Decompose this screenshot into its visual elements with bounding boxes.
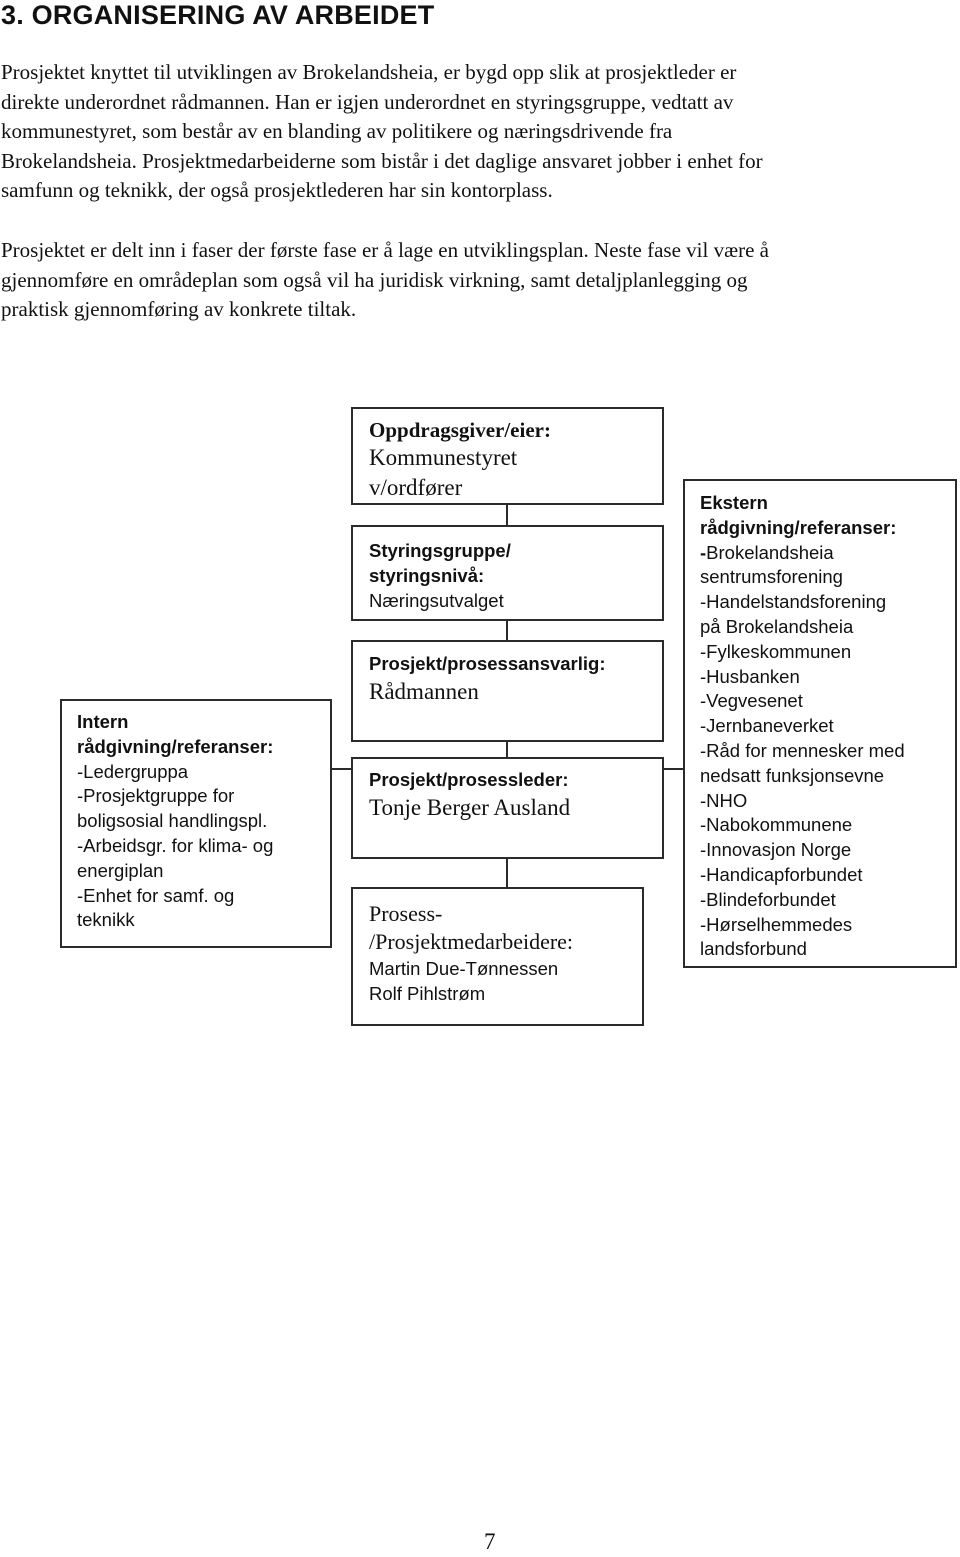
external-item: -Nabokommunene <box>700 814 853 836</box>
paragraph-line: gjennomføre en områdeplan som også vil h… <box>1 267 748 292</box>
responsible-label: Prosjekt/prosessansvarlig: <box>369 653 606 674</box>
internal-item: -Arbeidsgr. for klima- og <box>77 834 274 856</box>
external-item: -Handicapforbundet <box>700 863 863 885</box>
leader-value: Tonje Berger Ausland <box>369 795 571 820</box>
connector-owner-steering <box>506 505 508 525</box>
internal-item: boligsosial handlingspl. <box>77 810 268 832</box>
paragraph-line: Prosjektet er delt inn i faser der først… <box>1 238 769 262</box>
external-item: -Hørselhemmedes <box>700 913 853 935</box>
external-label: Ekstern <box>700 492 768 513</box>
internal-item: -Prosjektgruppe for <box>77 785 235 807</box>
internal-label: Intern <box>77 711 129 732</box>
internal-item: -Ledergruppa <box>77 760 189 782</box>
steering-label: styringsnivå: <box>369 565 485 586</box>
internal-item: teknikk <box>77 909 135 931</box>
connector-external <box>664 768 683 770</box>
internal-advisory-box: Intern rådgivning/referanser: -Ledergrup… <box>60 699 332 948</box>
leader-label: Prosjekt/prosessleder: <box>369 769 569 790</box>
staff-label: Prosess- <box>369 901 443 926</box>
paragraph-line: kommunestyret, som består av en blanding… <box>1 119 673 143</box>
connector-leader-staff <box>506 859 508 887</box>
external-item-text: Brokelandsheia <box>706 541 834 563</box>
responsible-box: Prosjekt/prosessansvarlig: Rådmannen <box>351 640 664 742</box>
intro-paragraph: Prosjektet knyttet til utviklingen av Br… <box>1 58 959 206</box>
external-item: -Husbanken <box>700 665 800 687</box>
staff-label: /Prosjektmedarbeidere: <box>369 929 574 954</box>
internal-item: energiplan <box>77 859 164 881</box>
external-item: -Blindeforbundet <box>700 888 836 910</box>
external-item: -Handelstandsforening <box>700 591 887 613</box>
owner-label: Oppdragsgiver/eier: <box>369 418 551 442</box>
owner-line: v/ordfører <box>369 475 463 500</box>
external-item: -NHO <box>700 789 748 811</box>
external-item: -Råd for mennesker med <box>700 739 905 761</box>
external-item: landsforbund <box>700 938 807 960</box>
phases-paragraph: Prosjektet er delt inn i faser der først… <box>1 236 959 325</box>
steering-value: Næringsutvalget <box>369 590 504 611</box>
external-item: -Brokelandsheia <box>700 541 955 566</box>
internal-label: rådgivning/referanser: <box>77 735 274 757</box>
paragraph-line: Prosjektet knyttet til utviklingen av Br… <box>1 60 737 84</box>
external-label: rådgivning/referanser: <box>700 516 897 538</box>
connector-internal <box>332 768 351 770</box>
steering-group-box: Styringsgruppe/ styringsnivå: Næringsutv… <box>351 525 664 621</box>
project-leader-box: Prosjekt/prosessleder: Tonje Berger Ausl… <box>351 757 664 859</box>
page-number: 7 <box>484 1529 496 1554</box>
paragraph-line: samfunn og teknikk, der også prosjektled… <box>1 178 553 202</box>
staff-member: Martin Due-Tønnessen <box>369 958 559 979</box>
responsible-value: Rådmannen <box>369 679 479 704</box>
external-item: -Jernbaneverket <box>700 715 834 737</box>
external-item: på Brokelandsheia <box>700 615 854 637</box>
external-first-prefix: - <box>700 541 707 563</box>
section-heading: 3. ORGANISERING AV ARBEIDET <box>1 0 435 30</box>
external-item: nedsatt funksjonsevne <box>700 764 885 786</box>
external-item: sentrumsforening <box>700 566 843 588</box>
external-advisory-box: Ekstern rådgivning/referanser: -Brokelan… <box>683 479 957 968</box>
internal-item: -Enhet for samf. og <box>77 884 235 906</box>
connector-responsible-leader <box>506 742 508 757</box>
external-item: -Fylkeskommunen <box>700 640 852 662</box>
steering-label: Styringsgruppe/ <box>369 540 511 561</box>
paragraph-line: praktisk gjennomføring av konkrete tilta… <box>1 297 357 321</box>
connector-steering-responsible <box>506 621 508 640</box>
project-staff-box: Prosess- /Prosjektmedarbeidere: Martin D… <box>351 887 644 1026</box>
staff-member: Rolf Pihlstrøm <box>369 983 486 1004</box>
external-item: -Innovasjon Norge <box>700 839 852 861</box>
external-item: -Vegvesenet <box>700 690 803 712</box>
paragraph-line: direkte underordnet rådmannen. Han er ig… <box>1 89 734 114</box>
owner-box: Oppdragsgiver/eier: Kommunestyret v/ordf… <box>351 407 664 505</box>
owner-line: Kommunestyret <box>369 445 518 470</box>
paragraph-line: Brokelandsheia. Prosjektmedarbeiderne so… <box>1 148 763 173</box>
